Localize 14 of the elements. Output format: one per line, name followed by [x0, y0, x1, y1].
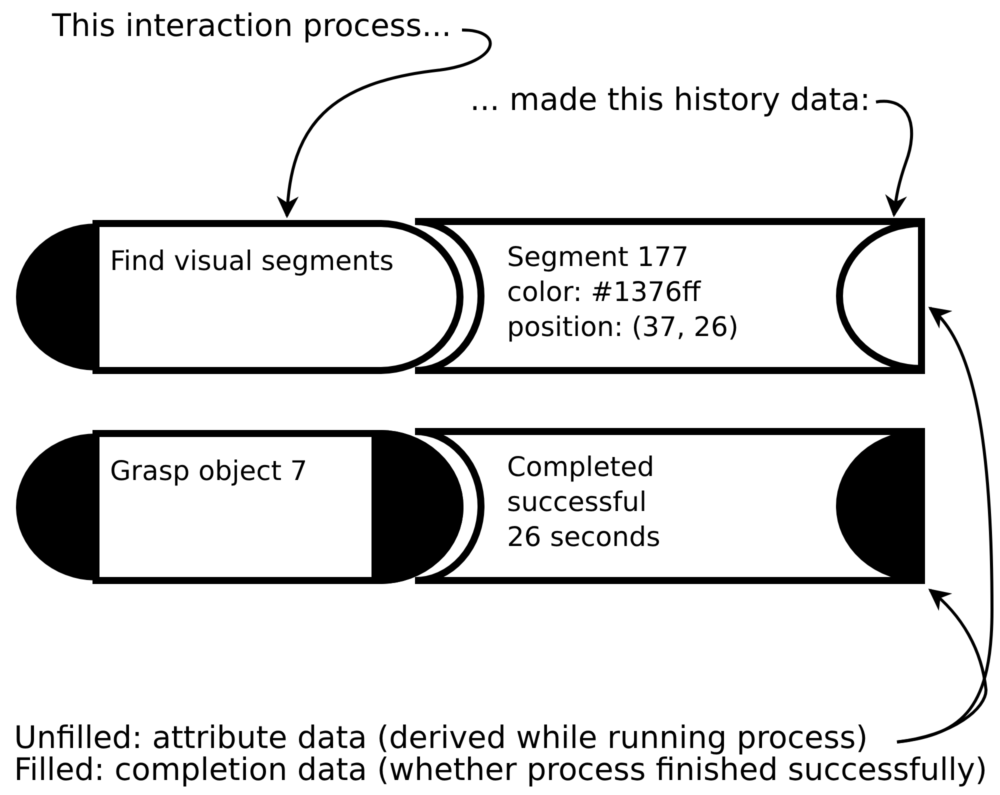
curved-arrow [876, 100, 914, 218]
annotation-text: Unfilled: attribute data (derived while running process) [14, 720, 868, 758]
record-text: color: #1376ff [507, 276, 702, 310]
record-text: 26 seconds [507, 521, 660, 555]
record-text: position: (37, 26) [507, 311, 739, 345]
curved-arrow [896, 588, 988, 744]
record-text: Find visual segments [110, 245, 394, 279]
record-text: Completed [507, 451, 656, 485]
annotation-text: This interaction process... [52, 8, 452, 46]
annotation-text: ... made this history data: [470, 82, 870, 120]
curved-arrow [277, 28, 492, 218]
record-text: Segment 177 [507, 241, 690, 275]
record-text: Grasp object 7 [110, 455, 308, 489]
record-text: successful [507, 486, 648, 520]
